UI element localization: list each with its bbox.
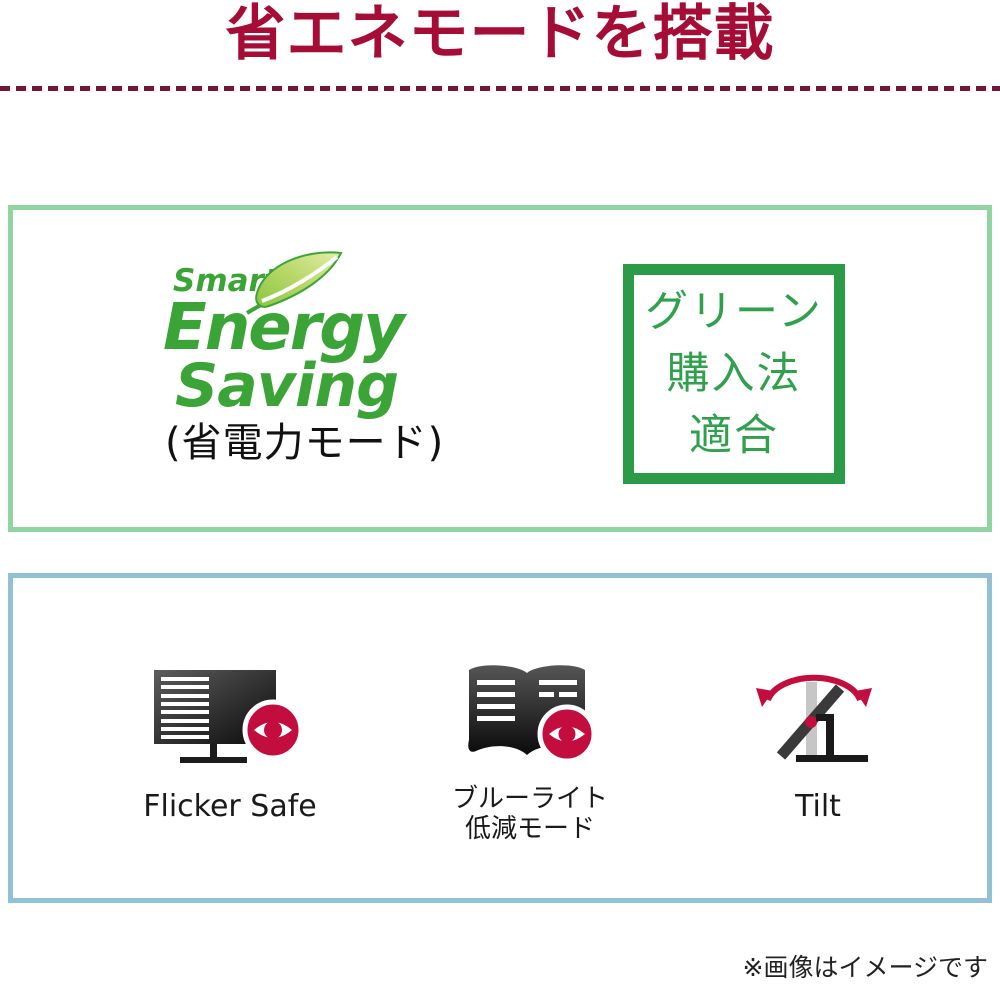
feature-label-flicker-safe: Flicker Safe [143, 789, 317, 824]
page-title: 省エネモードを搭載 [225, 0, 775, 69]
energy-saving-panel: Smart Energy Saving (省電力モード) グリーン 購入法 適 [8, 205, 992, 532]
green-badge-line1: グリーン [645, 287, 823, 337]
feature-label-blue-light-line1: ブルーライト [451, 784, 608, 814]
green-purchase-law-badge: グリーン 購入法 適合 [623, 264, 845, 484]
feature-tilt: Tilt [668, 646, 968, 824]
tilt-arrow-icon [752, 646, 884, 768]
leaf-icon [245, 251, 345, 319]
smart-energy-saving-logo: Smart Energy Saving (省電力モード) [163, 251, 453, 467]
image-disclaimer-note: ※画像はイメージです [742, 953, 988, 982]
feature-label-blue-light: ブルーライト 低減モード [452, 784, 608, 844]
book-eye-icon [460, 646, 600, 768]
green-badge-line3: 適合 [689, 411, 779, 461]
monitor-eye-icon [154, 646, 306, 768]
feature-label-blue-light-line2: 低減モード [464, 814, 595, 844]
logo-energy-text: Energy [163, 291, 405, 365]
feature-label-tilt: Tilt [795, 789, 841, 824]
dashed-divider [0, 86, 1000, 91]
feature-flicker-safe: Flicker Safe [80, 646, 380, 824]
features-panel: Flicker Safe [8, 573, 992, 903]
logo-saving-text: Saving [175, 351, 399, 421]
green-badge-line2: 購入法 [666, 349, 802, 399]
logo-subtitle: (省電力モード) [165, 420, 445, 466]
feature-blue-light: ブルーライト 低減モード [380, 646, 680, 844]
